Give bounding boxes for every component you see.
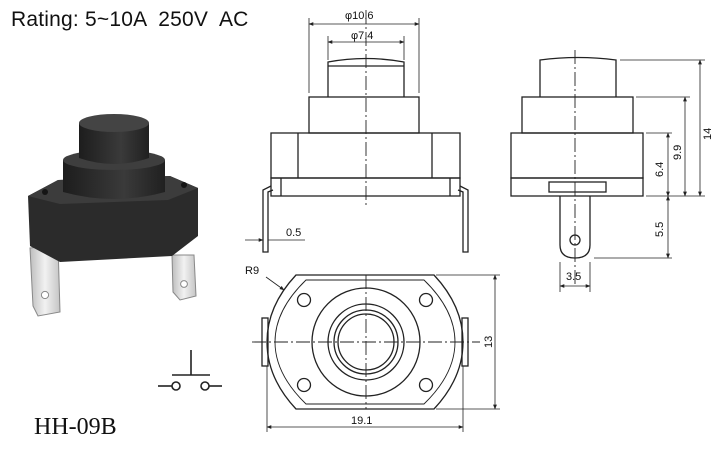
rating-label: Rating: 5~10A 250V AC	[11, 8, 249, 31]
top-view	[252, 274, 500, 432]
dim-base-height: 6.4	[654, 162, 666, 177]
push-button-top	[79, 114, 149, 132]
push-switch-symbol-icon	[158, 350, 222, 391]
base-mount-hole	[181, 182, 187, 188]
right-terminal	[171, 254, 197, 301]
front-right-terminal	[457, 185, 469, 253]
front-collar	[308, 96, 420, 134]
model-label: HH-09B	[34, 414, 117, 440]
dim-outer-diameter: φ10.6	[345, 10, 374, 22]
side-terminal-bracket	[548, 181, 607, 193]
front-base	[270, 177, 461, 197]
dim-terminal-length: 5.5	[654, 222, 666, 237]
front-view	[245, 10, 469, 253]
dim-total-height: 14	[702, 128, 714, 140]
front-left-terminal	[262, 185, 274, 253]
dim-corner-radius: R9	[245, 265, 259, 277]
side-button	[539, 56, 617, 97]
dim-terminal-width: 3.5	[566, 271, 581, 283]
mount-hole-top-right	[418, 292, 434, 308]
mount-hole-bottom-left	[296, 377, 312, 393]
dim-width: 19.1	[351, 415, 372, 427]
side-view	[510, 50, 705, 292]
left-terminal-hole	[40, 290, 50, 300]
side-base	[510, 177, 644, 197]
mount-hole-bottom-right	[418, 377, 434, 393]
switch-product-illustration	[28, 114, 198, 317]
side-collar	[521, 96, 634, 134]
dim-inner-diameter: φ7.4	[351, 30, 373, 42]
dim-body-height: 9.9	[672, 145, 684, 160]
dim-depth: 13	[483, 336, 495, 348]
push-button-cap	[79, 123, 149, 164]
side-body	[510, 132, 644, 179]
top-inner-outline	[274, 279, 456, 405]
mount-hole-top-left	[296, 292, 312, 308]
switch-collar	[63, 160, 165, 199]
dim-terminal-thickness: 0.5	[286, 227, 301, 239]
base-mount-hole	[42, 189, 48, 195]
right-terminal-hole	[180, 280, 188, 288]
top-outline	[266, 274, 464, 410]
